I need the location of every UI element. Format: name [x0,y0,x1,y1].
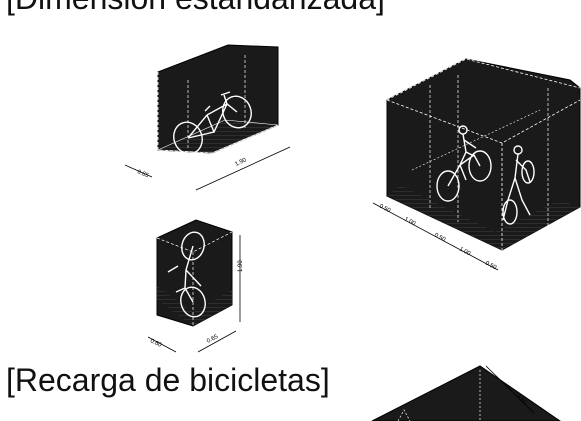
storage-box-horizontal [157,44,279,155]
dimension-lines-box1 [124,146,291,191]
dim-box2-height: 1.90 [238,260,244,272]
dim-box3-seg3: 0.50 [433,232,447,243]
heading-bicycle-charging: [Recarga de bicicletas] [6,362,330,398]
dimension-lines-box2 [147,235,241,353]
pedestrian-with-bike-icon [502,145,535,225]
storage-box-vertical [156,219,233,327]
dim-box2-left: 0.60 [149,338,163,349]
storage-room-large [386,58,581,251]
dim-box3-seg4: 1.00 [458,246,472,257]
dim-box3-seg5: 0.50 [484,260,498,271]
heading-standardized-dimension: [Dimension estandarizada] [6,0,385,16]
bicycle-icon [167,231,206,318]
dimension-lines-box3 [372,202,499,271]
cyclist-icon [436,125,492,202]
dim-box1-depth: 0.65 [136,169,150,179]
dim-box1-length: 1.90 [234,157,248,168]
dim-box3-seg1: 0.50 [378,203,392,214]
charging-structure-partial [371,365,561,421]
dim-box2-right: 0.65 [206,334,220,345]
bicycle-icon [173,91,252,155]
dim-box3-seg2: 1.00 [403,216,417,227]
